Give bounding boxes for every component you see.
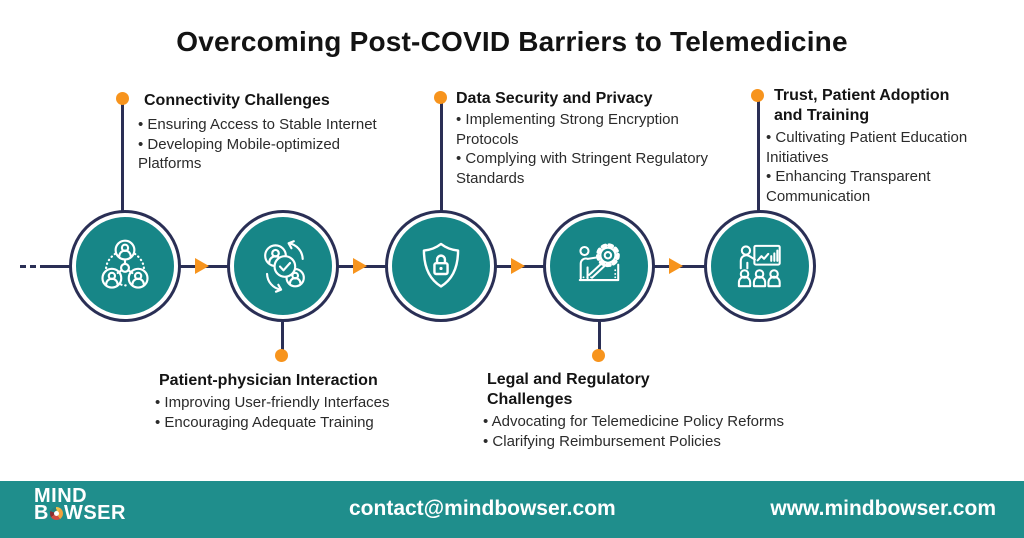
- timeline-dashed-start: [20, 265, 46, 268]
- timeline-dot: [751, 89, 764, 102]
- connector-line: [440, 103, 443, 213]
- callout-bullet: Complying with Stringent Regulatory Stan…: [456, 149, 720, 188]
- callout-bullet: Encouraging Adequate Training: [155, 413, 455, 433]
- callout-bullet: Developing Mobile-optimized Platforms: [138, 135, 380, 174]
- timeline-dot: [275, 349, 288, 362]
- logo-o-swirl-icon: [49, 507, 63, 520]
- timeline-dot: [116, 92, 129, 105]
- timeline-segment: [46, 265, 71, 268]
- callout-heading: Connectivity Challenges: [144, 92, 330, 109]
- contact-email-link[interactable]: contact@mindbowser.com: [349, 497, 616, 520]
- callout-connectivity-challenges: Connectivity Challenges Ensuring Access …: [138, 91, 380, 174]
- step-node-data-security: [385, 210, 497, 322]
- callout-heading: Trust, Patient Adoption and Training: [774, 87, 950, 124]
- arrow-right-icon: [195, 258, 209, 274]
- network-people-icon: [101, 239, 149, 289]
- callout-heading: Patient-physician Interaction: [159, 372, 378, 389]
- arrow-right-icon: [669, 258, 683, 274]
- callout-bullet: Improving User-friendly Interfaces: [155, 393, 455, 413]
- connector-line: [121, 103, 124, 213]
- callout-heading: Data Security and Privacy: [456, 90, 653, 107]
- callout-patient-physician: Patient-physician Interaction Improving …: [155, 371, 455, 432]
- step-node-training: [704, 210, 816, 322]
- callout-heading: Legal and Regulatory Challenges: [487, 371, 650, 408]
- arrow-right-icon: [353, 258, 367, 274]
- step-node-connectivity: [69, 210, 181, 322]
- callout-bullet: Advocating for Telemedicine Policy Refor…: [483, 412, 843, 432]
- connector-line: [598, 322, 601, 352]
- step-node-legal-regulatory: [543, 210, 655, 322]
- callout-bullet: Implementing Strong Encryption Protocols: [456, 110, 720, 149]
- patient-physician-sync-icon: [264, 240, 305, 293]
- callout-data-security: Data Security and Privacy Implementing S…: [456, 89, 720, 188]
- training-presentation-icon: [737, 244, 781, 288]
- logo-line1: MIND: [34, 485, 88, 507]
- callout-legal-regulatory: Legal and Regulatory Challenges Advocati…: [483, 370, 843, 451]
- website-link[interactable]: www.mindbowser.com: [770, 497, 996, 520]
- callout-bullet: Clarifying Reimbursement Policies: [483, 432, 843, 452]
- callout-bullet: Cultivating Patient Education Initiative…: [766, 128, 982, 167]
- page-title: Overcoming Post-COVID Barriers to Teleme…: [176, 26, 848, 57]
- arrow-right-icon: [511, 258, 525, 274]
- connector-line: [757, 99, 760, 212]
- callout-bullet: Ensuring Access to Stable Internet: [138, 115, 380, 135]
- timeline-dot: [592, 349, 605, 362]
- callout-trust-adoption: Trust, Patient Adoption and Training Cul…: [766, 86, 982, 206]
- connector-line: [281, 322, 284, 352]
- timeline-dot: [434, 91, 447, 104]
- person-gear-icon: [578, 243, 620, 282]
- step-node-patient-physician: [227, 210, 339, 322]
- callout-bullet: Enhancing Transparent Communication: [766, 167, 982, 206]
- shield-lock-icon: [422, 242, 460, 288]
